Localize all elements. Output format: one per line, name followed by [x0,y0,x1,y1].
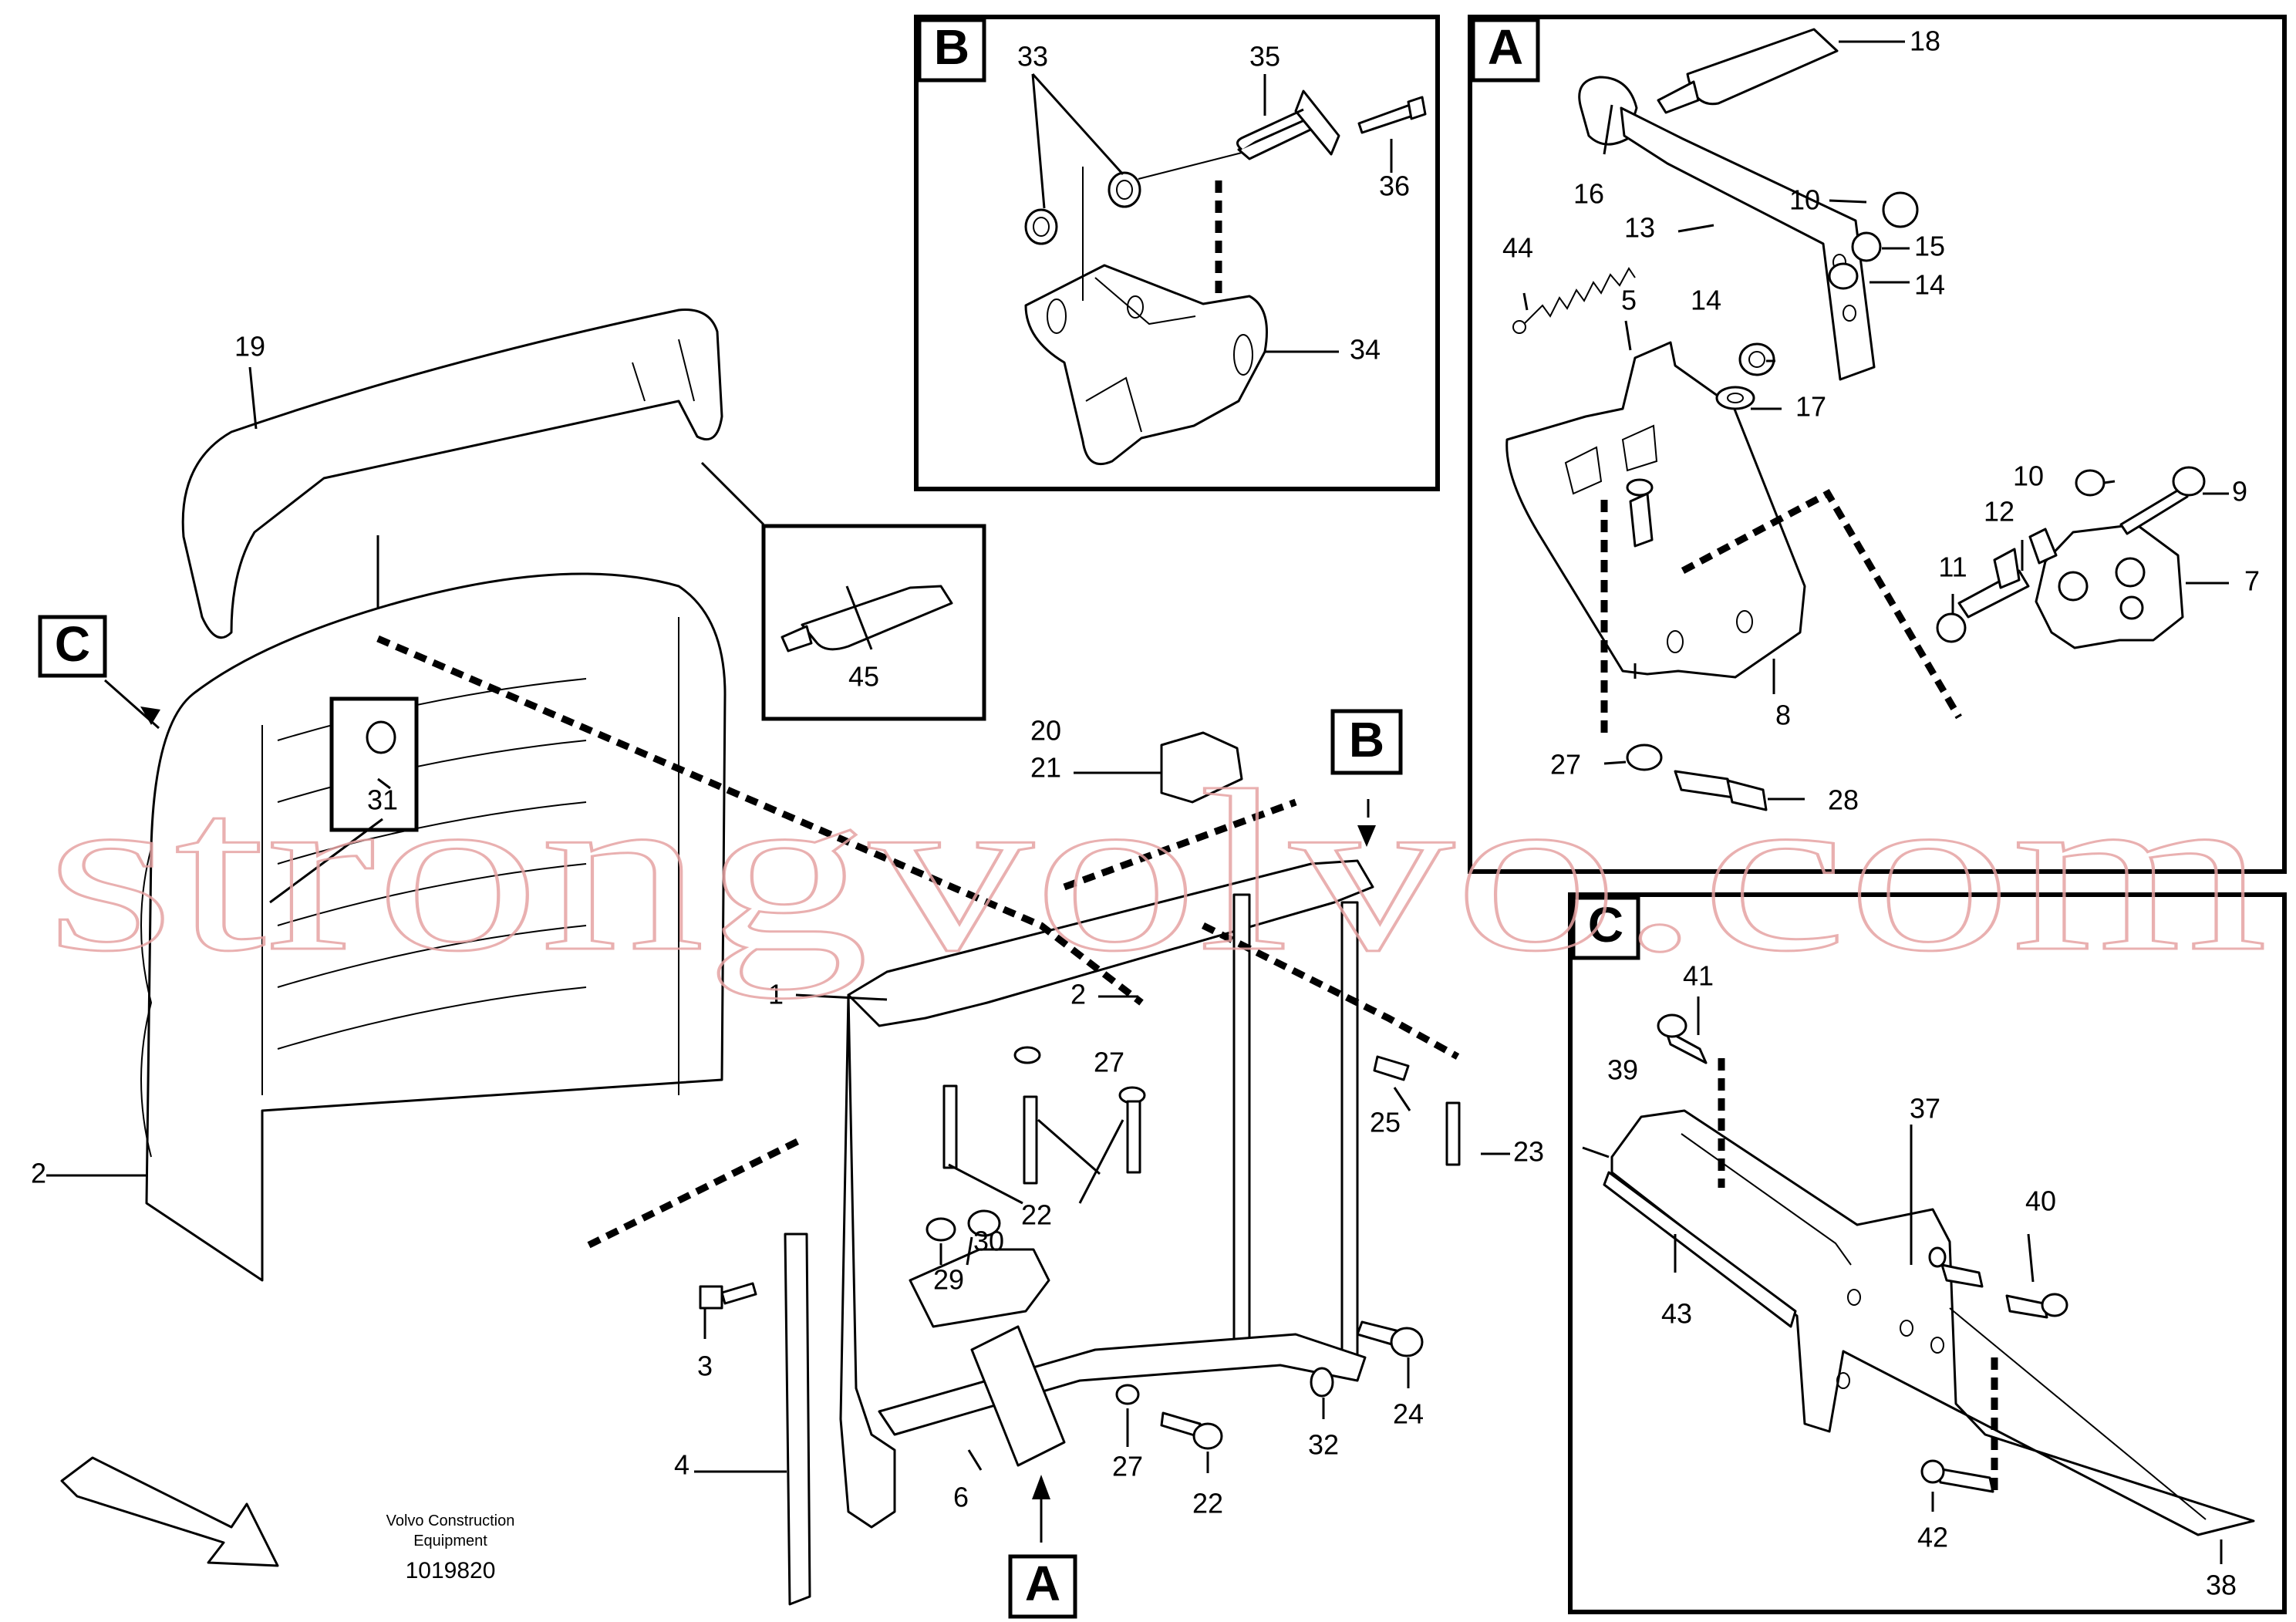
label-part-30: 30 [973,1226,1004,1257]
label-part-b33: 33 [1017,41,1048,73]
label-part-a27: 27 [1550,749,1581,781]
label-part-c42: 42 [1917,1522,1948,1553]
label-part-4: 4 [674,1449,689,1481]
label-part-a13: 13 [1624,212,1655,244]
label-part-2b: 2 [1070,979,1086,1010]
label-part-27a: 27 [1094,1047,1124,1078]
detail-frame-a [1468,15,2287,874]
callout-pointer-a [1032,1475,1050,1499]
detail-frame-b [914,15,1440,491]
label-part-a15: 15 [1914,231,1945,262]
label-part-3: 3 [697,1351,713,1382]
label-part-a11: 11 [1938,551,1967,583]
label-part-a17: 17 [1795,391,1826,423]
label-part-29: 29 [933,1264,964,1296]
label-part-22a: 22 [1021,1199,1052,1231]
callout-pointer-b [1357,825,1376,847]
label-part-a10a: 10 [1789,184,1820,216]
label-part-c39: 39 [1607,1054,1638,1086]
label-part-a8: 8 [1775,700,1791,731]
label-part-23: 23 [1513,1136,1544,1168]
detail-letter-box-a-frame: A [1471,18,1540,83]
label-part-a7: 7 [2244,565,2260,597]
label-part-25: 25 [1370,1107,1401,1138]
svg-text:B: B [1349,712,1384,767]
label-part-b36: 36 [1379,170,1410,202]
label-part-c40: 40 [2025,1185,2056,1217]
footer-company-line1: Volvo Construction [386,1512,515,1529]
main-drawing [46,309,1510,1606]
label-part-32: 32 [1308,1429,1339,1461]
detail-frame-c [1568,892,2287,1614]
label-part-27b: 27 [1112,1451,1143,1482]
detail-c-drawing [1582,996,2255,1564]
label-part-45: 45 [848,661,879,693]
label-part-2a: 2 [31,1158,46,1189]
label-part-a5: 5 [1621,285,1637,316]
detail-letter-box-c: C [38,615,107,678]
label-part-a18: 18 [1910,25,1940,57]
detail-b-drawing [1024,73,1427,466]
svg-text:C: C [1588,897,1623,953]
callout-pointer-c [140,706,160,725]
label-part-1: 1 [768,979,784,1010]
label-part-a28: 28 [1828,784,1859,816]
detail-letter-box-c-frame: C [1571,895,1640,960]
label-part-31: 31 [367,784,398,816]
label-part-22b: 22 [1192,1488,1223,1519]
label-part-c41: 41 [1683,960,1714,992]
label-part-a16: 16 [1573,178,1604,210]
label-part-b34: 34 [1350,334,1381,366]
svg-text:C: C [55,616,90,672]
label-part-b35: 35 [1249,41,1280,73]
label-part-a10b: 10 [2013,460,2044,492]
label-part-a14a: 14 [1914,269,1945,301]
label-part-6: 6 [953,1482,969,1513]
svg-text:A: A [1025,1556,1060,1611]
label-part-a44: 44 [1502,232,1533,264]
detail-letter-box-a-main: A [1008,1554,1077,1619]
detail-letter-box-b-main: B [1330,709,1403,775]
svg-text:B: B [934,19,969,75]
footer-drawing-number: 1019820 [406,1558,496,1583]
part-number-labels: 19 31 2 1 2 20 21 27 22 25 23 29 30 3 4 … [31,25,2260,1601]
label-part-c43: 43 [1661,1298,1692,1330]
label-part-c37: 37 [1910,1093,1940,1125]
watermark: strongvolvo.com [46,743,2267,1000]
label-part-c38: 38 [2206,1570,2237,1601]
label-part-a14b: 14 [1691,285,1721,316]
label-part-20: 20 [1030,715,1061,747]
detail-a-drawing [1505,28,2229,811]
detail-letter-box-b-frame: B [917,18,986,83]
svg-text:A: A [1488,19,1523,75]
footer-company-line2: Equipment [413,1533,487,1549]
label-part-21: 21 [1030,752,1061,784]
label-part-24: 24 [1393,1398,1424,1430]
label-part-a12: 12 [1984,496,2014,528]
label-part-a9: 9 [2232,476,2247,508]
label-part-19: 19 [234,331,265,363]
